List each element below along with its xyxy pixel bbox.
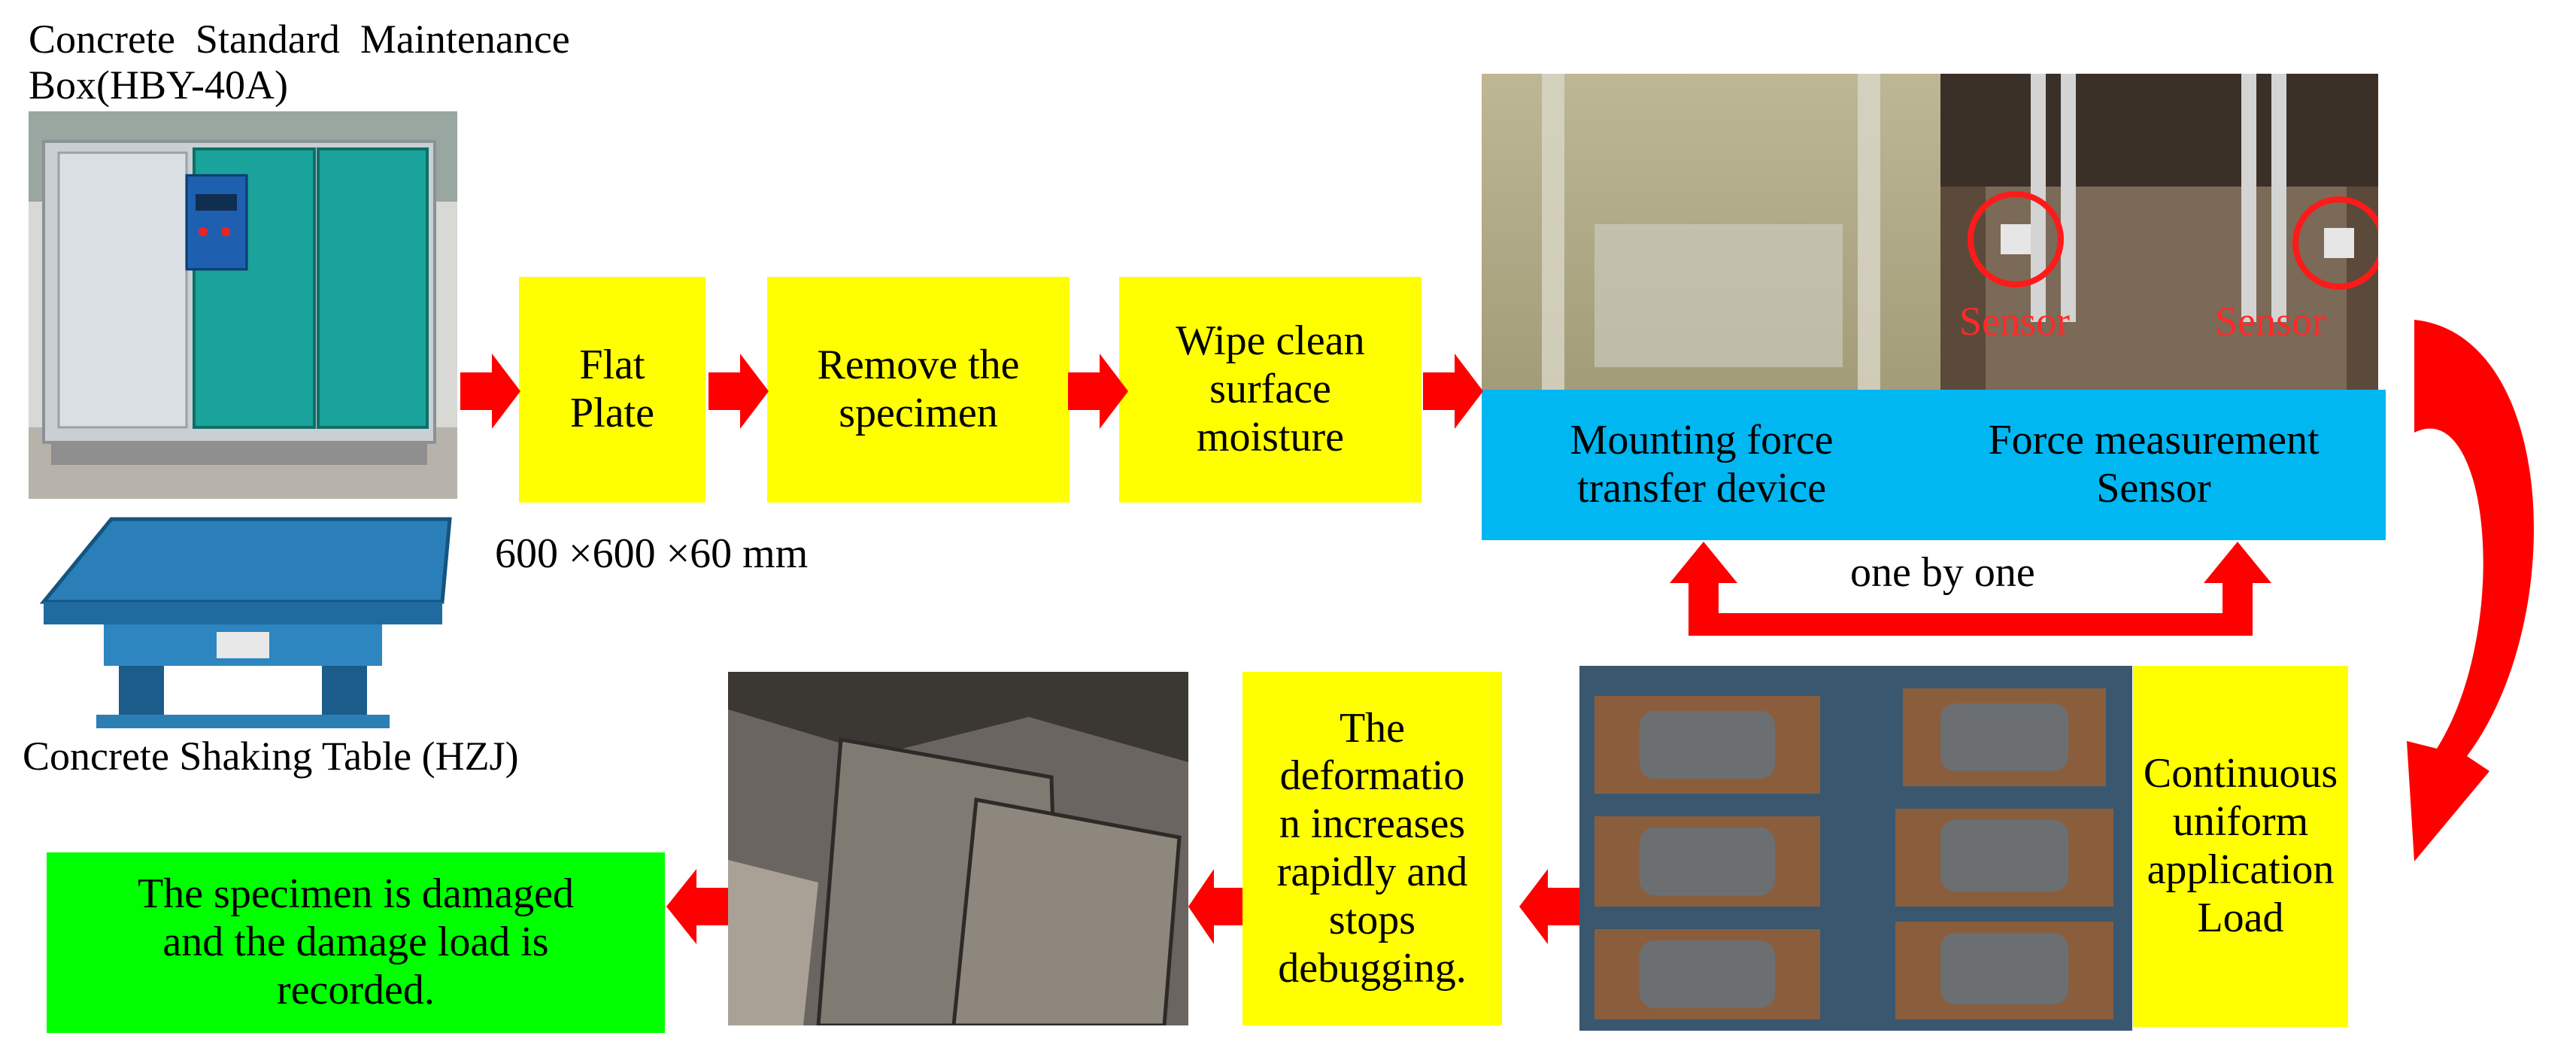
one-by-one-label: one by one — [1850, 549, 2035, 596]
device-box: Mounting force transfer device Force mea… — [1482, 390, 2386, 540]
sensor-label-right: Sensor — [2215, 299, 2326, 344]
step-remove-specimen-line1: Remove the — [817, 342, 1020, 389]
maintenance-box-caption-line1: Concrete Standard Maintenance — [29, 17, 570, 62]
step-deformation-line6: debugging. — [1278, 944, 1467, 992]
step-wipe-clean-line3: moisture — [1197, 413, 1344, 460]
step-deformation: The deformatio n increases rapidly and s… — [1242, 672, 1502, 1025]
arrow-right-4 — [1423, 354, 1483, 429]
step-deformation-line4: rapidly and — [1276, 849, 1468, 895]
maintenance-box-caption-line2: Box(HBY-40A) — [29, 62, 288, 108]
arrow-left-1 — [1519, 869, 1579, 944]
step-deformation-line2: deformatio — [1279, 752, 1465, 800]
step-wipe-clean-line2: surface — [1209, 366, 1331, 413]
arrow-right-2 — [708, 354, 769, 429]
result-damaged-line2: and the damage load is — [162, 919, 549, 966]
arrow-right-1 — [460, 354, 520, 429]
result-damaged-line1: The specimen is damaged — [137, 870, 574, 918]
arrow-left-2 — [1188, 869, 1242, 944]
curved-arrow — [2399, 305, 2572, 861]
sensor-left-marker — [1968, 191, 2064, 287]
step-wipe-clean-line1: Wipe clean — [1176, 317, 1365, 365]
shaking-table-caption: Concrete Shaking Table (HZJ) — [23, 734, 519, 779]
step-force-measurement: Force measurement Sensor — [1922, 390, 2386, 540]
shaking-table-photo — [29, 512, 457, 730]
result-damaged: The specimen is damaged and the damage l… — [47, 852, 665, 1033]
damaged-specimen-photo — [728, 672, 1188, 1025]
step-continuous-load-line3: application — [2147, 846, 2335, 893]
one-by-one-connector — [1670, 542, 2271, 639]
specimen-surface-photo — [1482, 74, 1940, 390]
maintenance-box-caption: Concrete Standard Maintenance Box(HBY-40… — [29, 17, 653, 108]
step-force-measurement-line2: Sensor — [2096, 465, 2211, 512]
step-wipe-clean: Wipe clean surface moisture — [1119, 277, 1422, 503]
step-flat-plate-line2: Plate — [570, 390, 654, 436]
sensor-right-marker — [2292, 196, 2378, 290]
result-damaged-line3: recorded. — [277, 966, 435, 1013]
step-mounting-device: Mounting force transfer device — [1482, 390, 1922, 540]
step-deformation-line5: stops — [1328, 896, 1416, 943]
step-force-measurement-line1: Force measurement — [1988, 417, 2320, 464]
step-continuous-load-line1: Continuous — [2143, 750, 2338, 797]
step-flat-plate-line1: Flat — [579, 342, 645, 389]
maintenance-box-photo — [29, 111, 457, 499]
step-deformation-line1: The — [1339, 704, 1406, 752]
step-remove-specimen-line2: specimen — [839, 390, 998, 436]
step-continuous-load-line4: Load — [2197, 894, 2284, 941]
step-mounting-line2: transfer device — [1576, 465, 1827, 512]
step-remove-specimen: Remove the specimen — [767, 277, 1070, 503]
sensor-setup-photo: Sensor Sensor — [1940, 74, 2378, 390]
arrow-left-3 — [666, 869, 728, 944]
dimensions-label: 600 ×600 ×60 mm — [495, 530, 809, 577]
step-deformation-line3: n increases — [1279, 800, 1466, 848]
step-continuous-load-line2: uniform — [2172, 798, 2309, 846]
specimen-array-photo — [1579, 666, 2132, 1031]
sensor-label-left: Sensor — [1959, 299, 2070, 344]
step-flat-plate: Flat Plate — [519, 277, 705, 503]
step-mounting-line1: Mounting force — [1570, 417, 1834, 464]
step-continuous-load: Continuous uniform application Load — [2133, 666, 2348, 1027]
arrow-right-3 — [1068, 354, 1128, 429]
